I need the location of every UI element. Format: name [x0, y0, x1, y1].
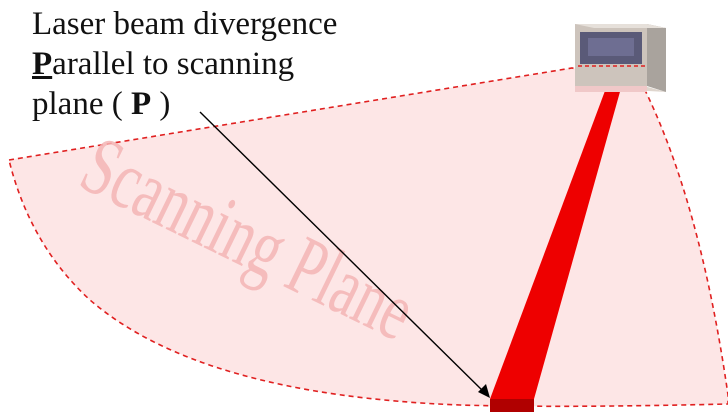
caption-line-2-rest: arallel to scanning — [52, 46, 295, 82]
caption-p-underlined: P — [32, 46, 53, 82]
laser-beam-end — [490, 399, 534, 412]
laser-scanner-device — [575, 24, 666, 92]
caption-line-2: Parallel to scanning — [32, 44, 337, 84]
laser-beam — [490, 56, 630, 399]
pointer-arrow — [199, 111, 487, 395]
caption-p-bold: P — [130, 86, 152, 122]
caption-line-3: plane ( P ) — [32, 84, 337, 124]
caption-line-3-prefix: plane ( — [32, 86, 131, 122]
caption-line-1: Laser beam divergence — [32, 6, 338, 42]
caption-line-3-suffix: ) — [151, 86, 171, 122]
arrow-head — [478, 384, 490, 398]
diagram-caption: Laser beam divergence Parallel to scanni… — [32, 4, 337, 124]
